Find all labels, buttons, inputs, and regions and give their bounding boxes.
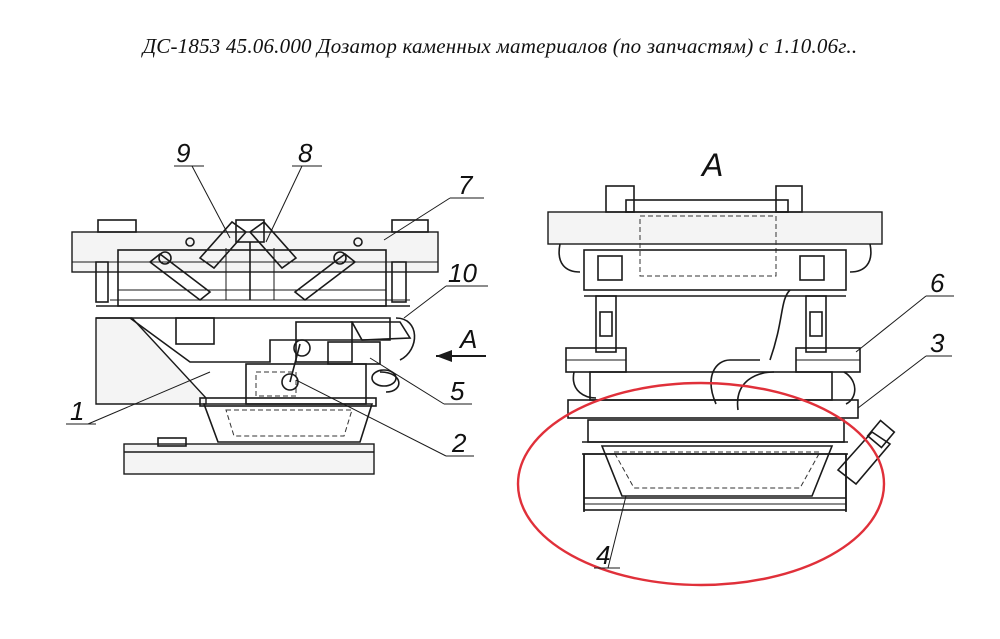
top-beam-right: [547, 211, 883, 245]
view-label: A: [700, 147, 723, 183]
lever-mechanism: [148, 219, 363, 302]
callout-4: 4: [596, 540, 610, 570]
view-arrow: A: [436, 324, 486, 362]
highlight-ellipse: [516, 381, 886, 587]
callout-1: 1: [70, 396, 84, 426]
callout-6: 6: [930, 268, 945, 298]
frame-3: [567, 399, 859, 419]
hopper-4: [600, 445, 834, 497]
callout-9: 9: [176, 138, 190, 168]
callout-10: 10: [448, 258, 477, 288]
callout-3: 3: [930, 328, 945, 358]
tray: [202, 403, 374, 443]
callouts: 9 8 7 10 5 1 2 6 3 4: [66, 138, 954, 570]
callout-8: 8: [298, 138, 313, 168]
arrow-label: A: [458, 324, 477, 354]
right-front-view: [547, 185, 896, 512]
drawing-title: ДС-1853 45.06.000 Дозатор каменных матер…: [142, 34, 858, 58]
callout-2: 2: [451, 428, 467, 458]
base-rail: [123, 443, 375, 475]
left-side-view: [71, 219, 439, 475]
callout-7: 7: [458, 170, 474, 200]
callout-5: 5: [450, 376, 465, 406]
